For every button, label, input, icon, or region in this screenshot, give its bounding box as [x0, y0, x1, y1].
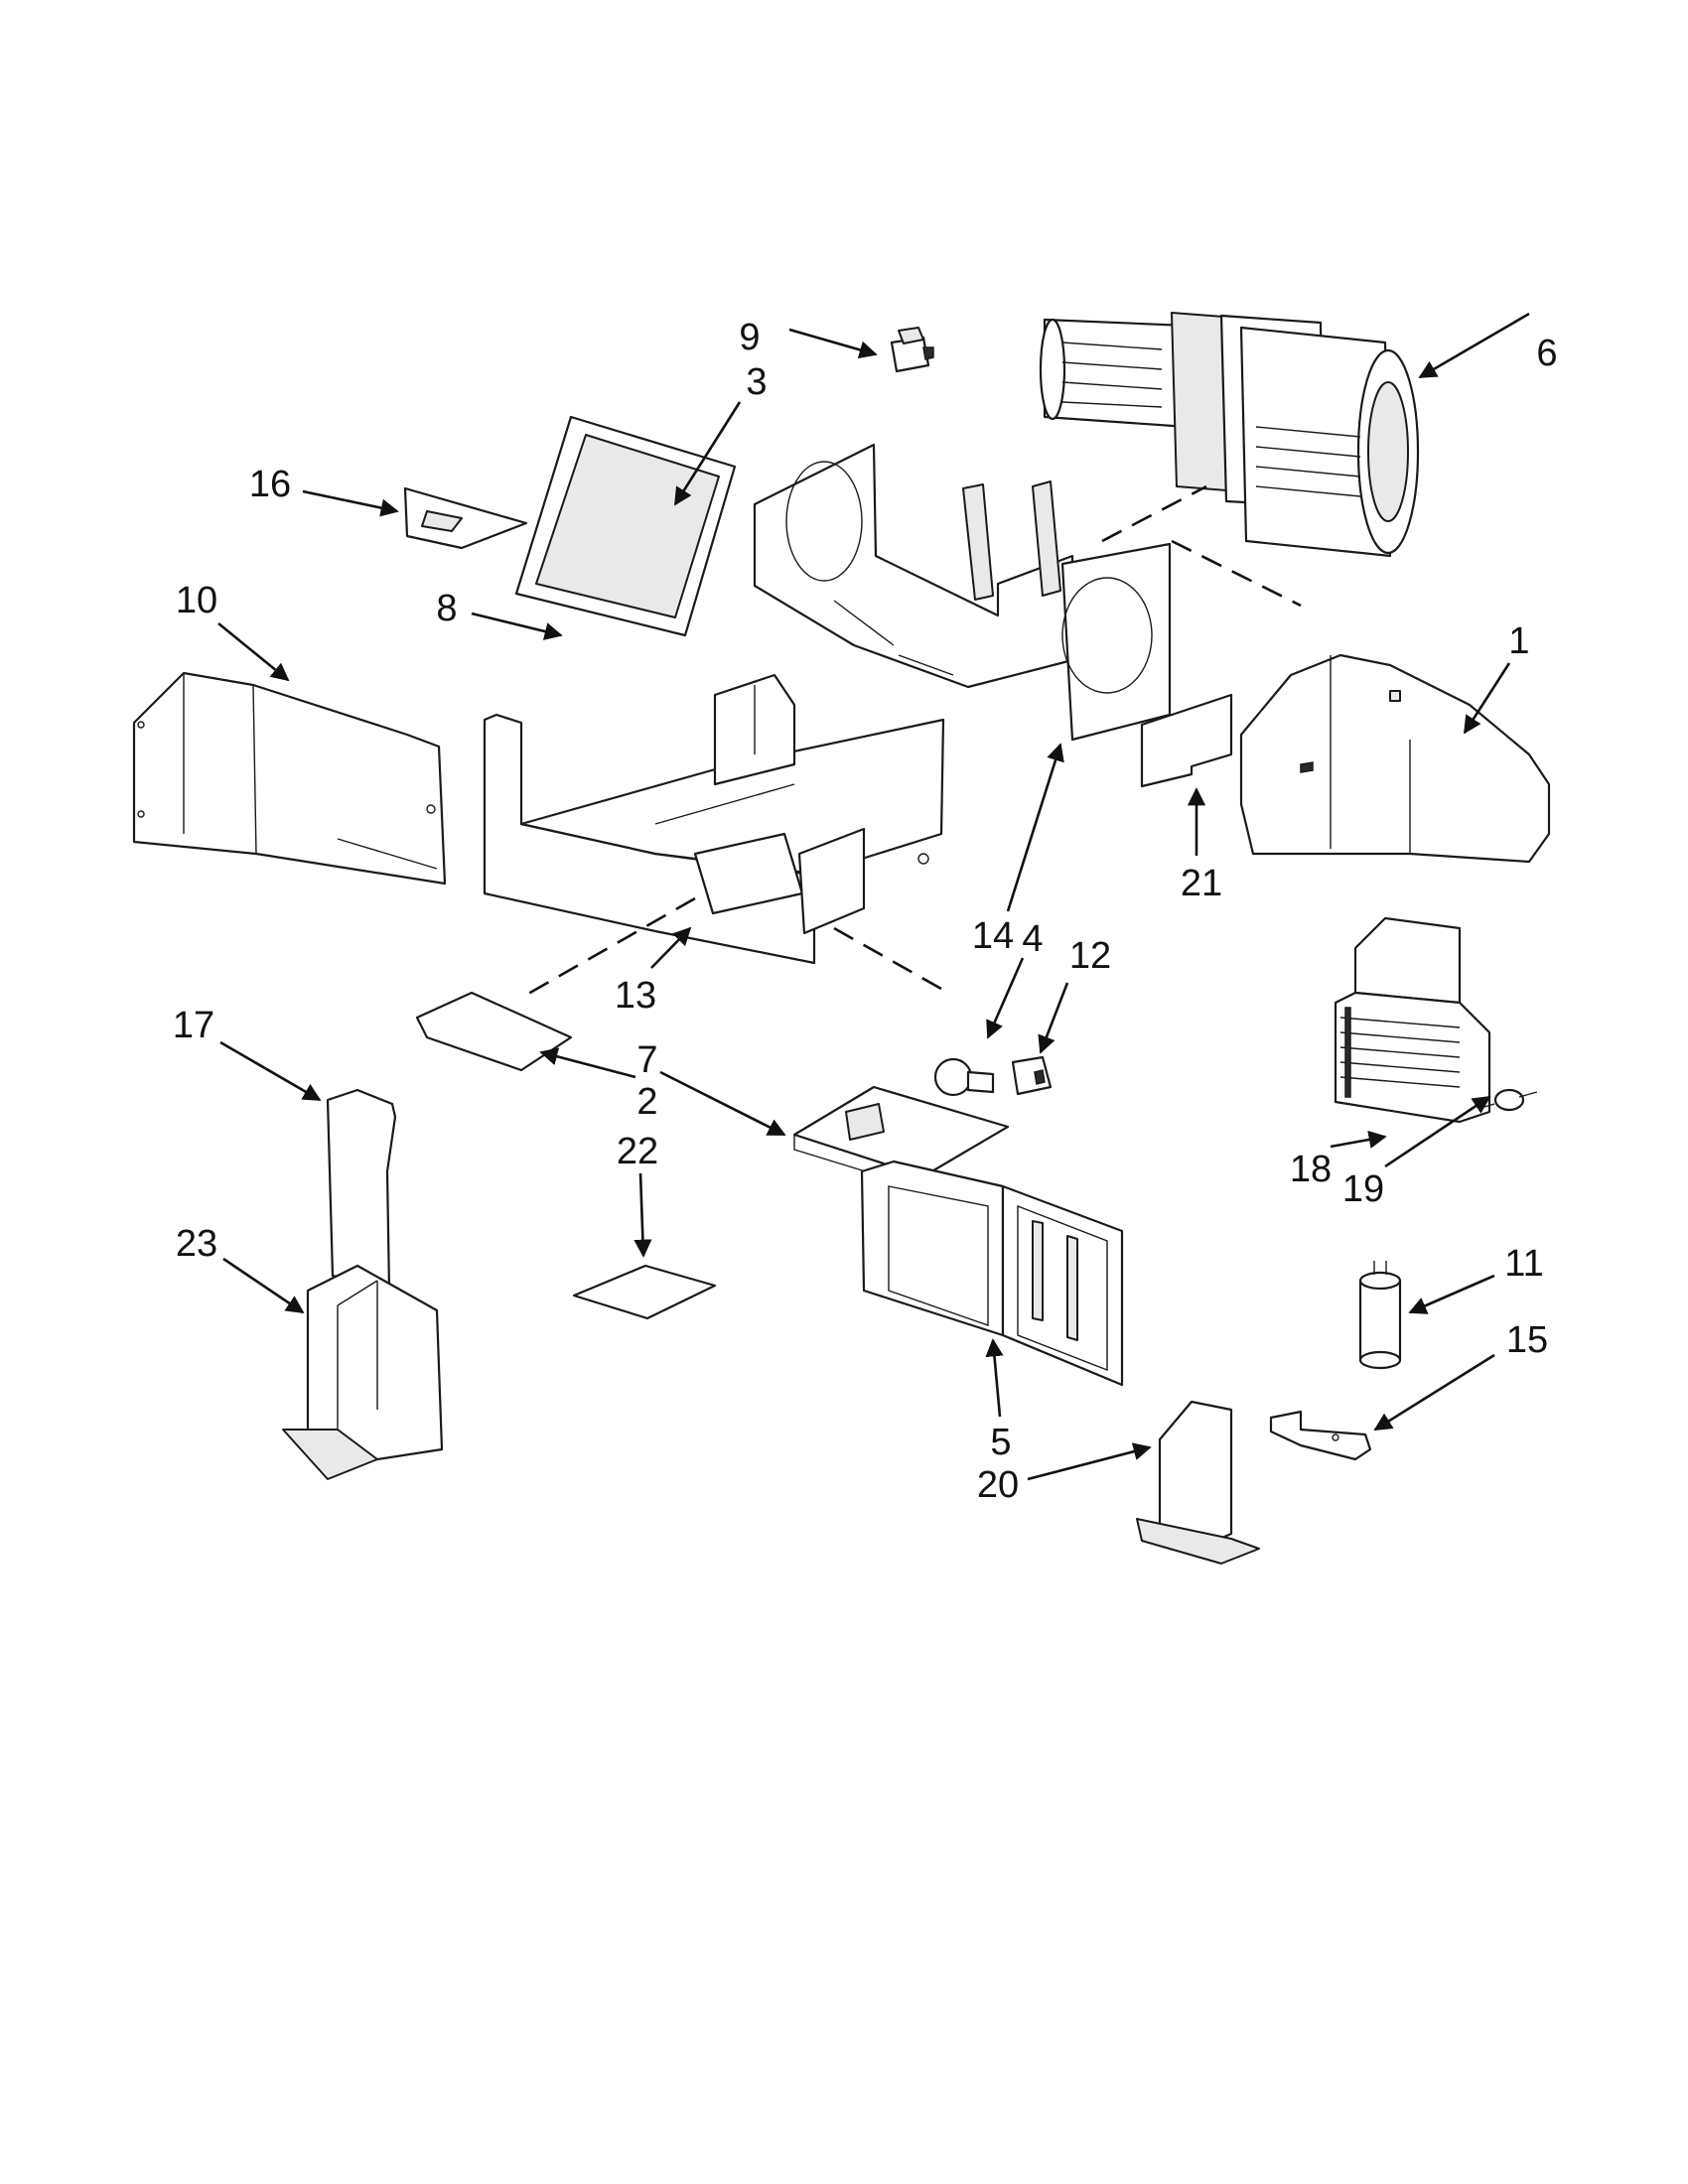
callout-18: 18: [1290, 1149, 1332, 1190]
callout-11: 11: [1504, 1243, 1543, 1285]
part-14-cavity-frame: [753, 443, 1172, 742]
assembly-guide-lines: [520, 484, 1302, 1000]
part-11-capacitor: [1358, 1261, 1402, 1370]
callout-9: 9: [739, 317, 760, 358]
callout-5: 5: [990, 1422, 1011, 1463]
part-9-switch: [890, 327, 934, 373]
callout-1: 1: [1508, 620, 1529, 662]
callout-16: 16: [249, 464, 291, 505]
part-4-lamp: [933, 1057, 995, 1097]
callout-8: 8: [436, 588, 457, 629]
callout-13: 13: [615, 975, 656, 1017]
part-15-bracket: [1269, 1410, 1372, 1461]
part-2-plate: [415, 991, 573, 1072]
callout-leaders: [217, 312, 1530, 1481]
part-23-box: [282, 1264, 444, 1480]
part-21-plate: [1140, 693, 1233, 788]
part-18-transformer: [1334, 916, 1491, 1124]
part-13-base-tray: [483, 673, 945, 965]
callout-19: 19: [1342, 1168, 1384, 1210]
callout-labels: 9 3 6 16 10 8 1 21 14 4 12 13 17 7 2 22 …: [173, 317, 1558, 1506]
callout-6: 6: [1536, 333, 1557, 374]
callout-20: 20: [977, 1464, 1019, 1506]
part-22-shield: [572, 1264, 717, 1320]
callout-3: 3: [746, 361, 767, 403]
callout-4: 4: [1022, 918, 1043, 960]
part-6-blower-motor: [1039, 312, 1420, 558]
callout-22: 22: [617, 1131, 658, 1172]
part-5-panel: [860, 1160, 1124, 1387]
callout-21: 21: [1181, 863, 1222, 904]
part-20-duct-piece: [1136, 1400, 1260, 1565]
part-12-lamp-socket: [1011, 1055, 1053, 1096]
callout-12: 12: [1069, 935, 1111, 977]
part-16-plate: [403, 486, 528, 550]
callout-10: 10: [176, 580, 217, 621]
callout-2: 2: [636, 1081, 657, 1123]
callout-23: 23: [176, 1223, 217, 1265]
callout-17: 17: [173, 1005, 214, 1046]
part-7-waveguide-cover: [792, 1085, 1010, 1190]
part-10-side-panel: [132, 671, 447, 886]
callout-15: 15: [1506, 1319, 1548, 1361]
callout-14: 14: [972, 915, 1014, 957]
part-1-air-duct: [1239, 653, 1551, 864]
part-17-cover: [326, 1088, 397, 1293]
part-8-frame: [514, 415, 737, 637]
callout-7: 7: [636, 1039, 657, 1081]
part-19-thermostat: [1483, 1088, 1538, 1112]
